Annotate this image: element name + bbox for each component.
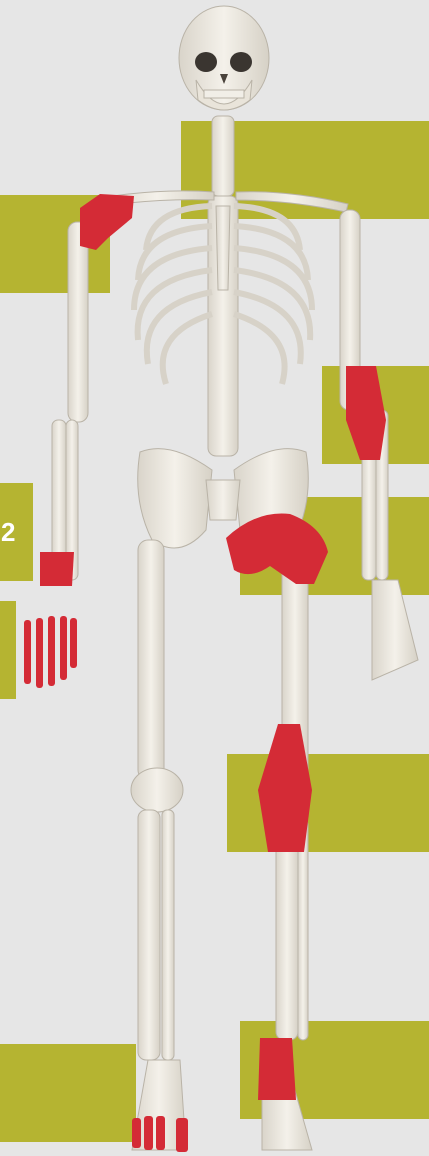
affected-joint-wrist-right xyxy=(346,366,386,460)
leg-left xyxy=(131,540,186,1150)
arm-left xyxy=(52,222,88,580)
skull xyxy=(179,6,269,110)
sternum xyxy=(216,206,230,290)
affected-joint-ankle xyxy=(258,1038,296,1100)
affected-joint-toes-left xyxy=(132,1116,188,1152)
affected-joint-wrist-left xyxy=(40,552,74,586)
affected-joint-fingers-left xyxy=(24,616,77,688)
affected-joint-shoulder xyxy=(80,194,134,250)
